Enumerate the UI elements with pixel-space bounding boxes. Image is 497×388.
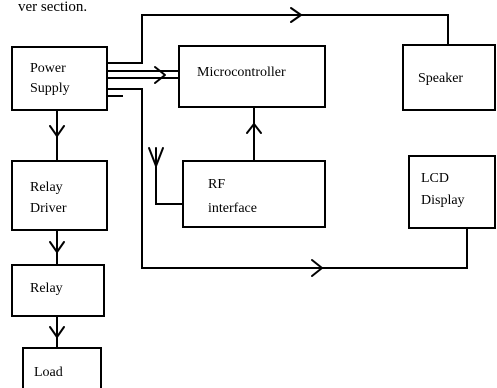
- relay-driver-label-line2: Driver: [30, 201, 67, 216]
- arrow-to-microcontroller: [154, 66, 166, 84]
- power-supply-block: Power Supply: [11, 46, 108, 111]
- arrow-to-relay: [49, 241, 65, 253]
- lcd-display-label-line1: LCD: [421, 171, 449, 186]
- load-block: Load: [22, 347, 102, 388]
- arrow-to-load: [49, 326, 65, 338]
- cut-off-heading: ver section.: [18, 0, 87, 15]
- arrow-to-lcd: [311, 259, 323, 277]
- speaker-block: Speaker: [402, 44, 496, 111]
- relay-driver-block: Relay Driver: [11, 160, 108, 231]
- rf-interface-block: RF interface: [182, 160, 326, 228]
- relay-driver-label-line1: Relay: [30, 180, 63, 195]
- antenna-icon: [148, 147, 164, 167]
- lcd-display-label-line2: Display: [421, 193, 465, 208]
- microcontroller-label: Microcontroller: [197, 65, 286, 80]
- power-supply-label-line2: Supply: [30, 81, 70, 96]
- speaker-label: Speaker: [418, 71, 463, 86]
- relay-block: Relay: [11, 264, 105, 317]
- arrow-to-relay-driver: [49, 125, 65, 137]
- rf-interface-label-line2: interface: [208, 201, 257, 216]
- wire-power-to-speaker: [107, 14, 449, 64]
- power-supply-label-line1: Power: [30, 61, 66, 76]
- lcd-display-block: LCD Display: [408, 155, 496, 229]
- wire-antenna-to-rf: [155, 166, 183, 205]
- arrow-to-micro-from-rf: [246, 123, 262, 134]
- load-label: Load: [34, 365, 63, 380]
- relay-label: Relay: [30, 281, 63, 296]
- arrow-to-speaker: [290, 7, 302, 23]
- rf-interface-label-line1: RF: [208, 177, 225, 192]
- microcontroller-block: Microcontroller: [178, 45, 326, 108]
- wire-power-to-lcd: [107, 88, 468, 269]
